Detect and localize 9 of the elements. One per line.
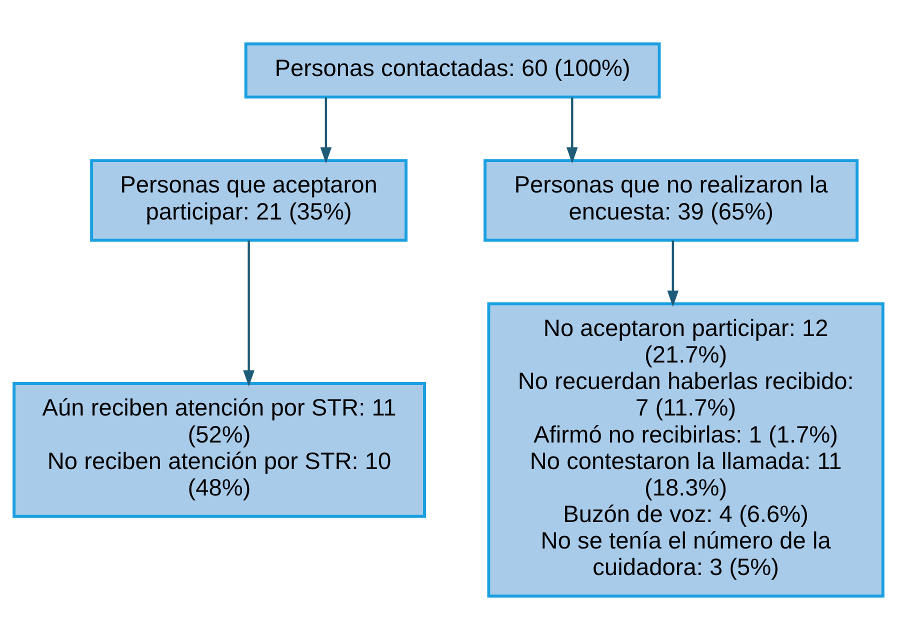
arrow [243, 240, 254, 387]
node-box: Personas que aceptaron participar: 21 (35%) [90, 159, 408, 242]
node-box: Personas contactadas: 60 (100%) [244, 42, 661, 99]
arrow [566, 97, 578, 164]
arrow [667, 240, 679, 307]
arrow [320, 97, 332, 164]
node-box: Aún reciben atención por STR: 11 (52%) No reciben atención por STR: 10 (48%) [12, 382, 426, 518]
node-box: Personas que no realizaron la encuesta: 39 (65%) [484, 159, 859, 242]
node-box: No aceptaron participar: 12 (21.7%) No recuerdan haberlas recibido: 7 (11.7%) Afirmó no recibirlas: 1 (1.7%) No contestaron la llamada: 11 (18.3%) Buzón de voz: 4 (6.6%) No se tenía el número de la cuidadora: 3 (5%) [487, 302, 884, 598]
